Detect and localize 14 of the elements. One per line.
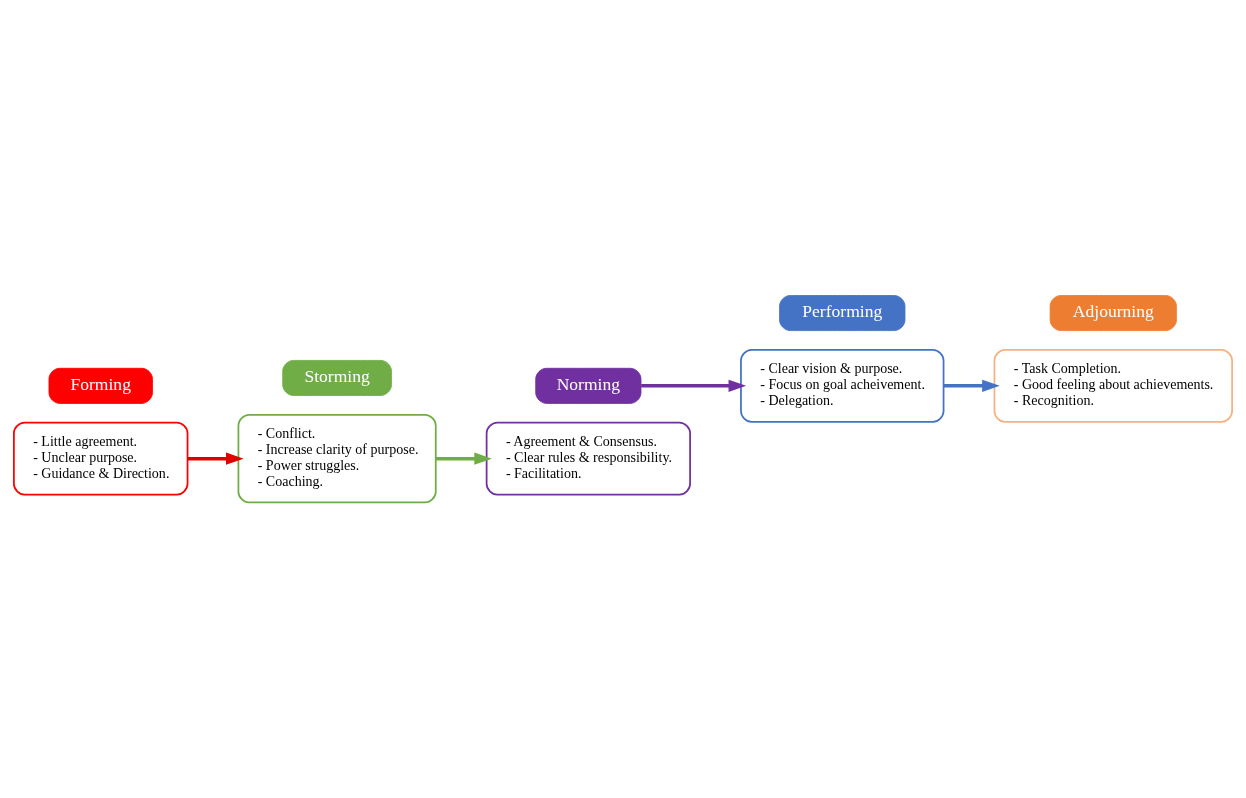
- node-box: Adjourning: [1049, 295, 1177, 332]
- node-box: Performing: [779, 295, 906, 332]
- node-box: - Agreement & Consensus. - Clear rules & responsibility. - Facilitation.: [485, 421, 691, 496]
- arrow: [435, 452, 492, 465]
- node-box: - Little agreement. - Unclear purpose. - Guidance & Direction.: [13, 421, 189, 496]
- node-box: - Task Completion. - Good feeling about achievements. - Recognition.: [993, 349, 1233, 423]
- arrow: [943, 379, 1000, 392]
- node-box: Storming: [282, 359, 392, 396]
- node-box: Forming: [48, 367, 153, 404]
- node-box: - Clear vision & purpose. - Focus on goal acheivement. - Delegation.: [740, 349, 945, 423]
- node-box: - Conflict. - Increase clarity of purpose. - Power struggles. - Coaching.: [237, 413, 437, 504]
- arrow: [641, 379, 747, 392]
- arrow: [187, 452, 244, 465]
- node-box: Norming: [535, 367, 642, 404]
